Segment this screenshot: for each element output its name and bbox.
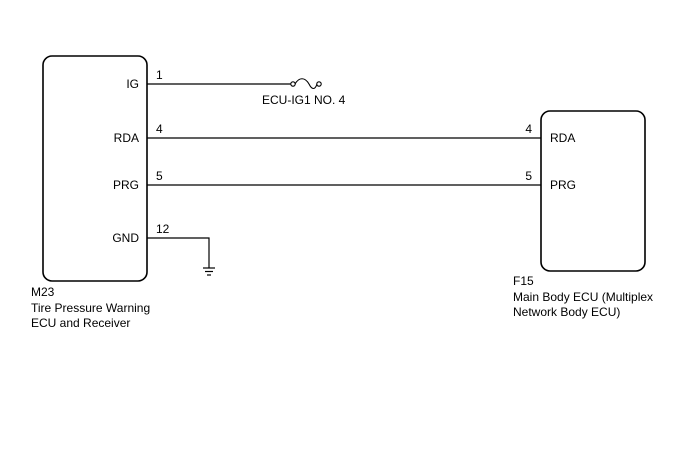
right-ecu-name-line2: Network Body ECU) [513, 305, 620, 319]
left-ecu-name-line2: ECU and Receiver [31, 316, 130, 330]
gnd-wire [147, 237, 210, 268]
ecu-right-box [540, 110, 646, 272]
right-pin-label-prg: PRG [550, 178, 576, 192]
left-pin-number-1: 1 [156, 68, 163, 82]
left-ecu-name-line1: Tire Pressure Warning [31, 301, 150, 315]
ground-icon [203, 267, 215, 276]
left-ecu-code: M23 [31, 285, 55, 299]
left-pin-label-ig: IG [126, 77, 139, 91]
left-pin-label-prg: PRG [113, 178, 139, 192]
right-ecu-name-line1: Main Body ECU (Multiplex [513, 290, 653, 304]
left-pin-number-4: 4 [156, 122, 163, 136]
right-pin-label-rda: RDA [550, 131, 575, 145]
left-pin-label-gnd: GND [112, 231, 139, 245]
left-pin-number-5: 5 [156, 169, 163, 183]
fuse-icon [290, 78, 322, 90]
right-pin-number-4: 4 [525, 122, 532, 136]
ecu-left-box [42, 55, 148, 282]
right-pin-number-5: 5 [525, 169, 532, 183]
right-ecu-code: F15 [513, 274, 534, 288]
left-pin-label-rda: RDA [114, 131, 139, 145]
fuse-label: ECU-IG1 NO. 4 [262, 93, 346, 107]
left-pin-number-12: 12 [156, 222, 170, 236]
